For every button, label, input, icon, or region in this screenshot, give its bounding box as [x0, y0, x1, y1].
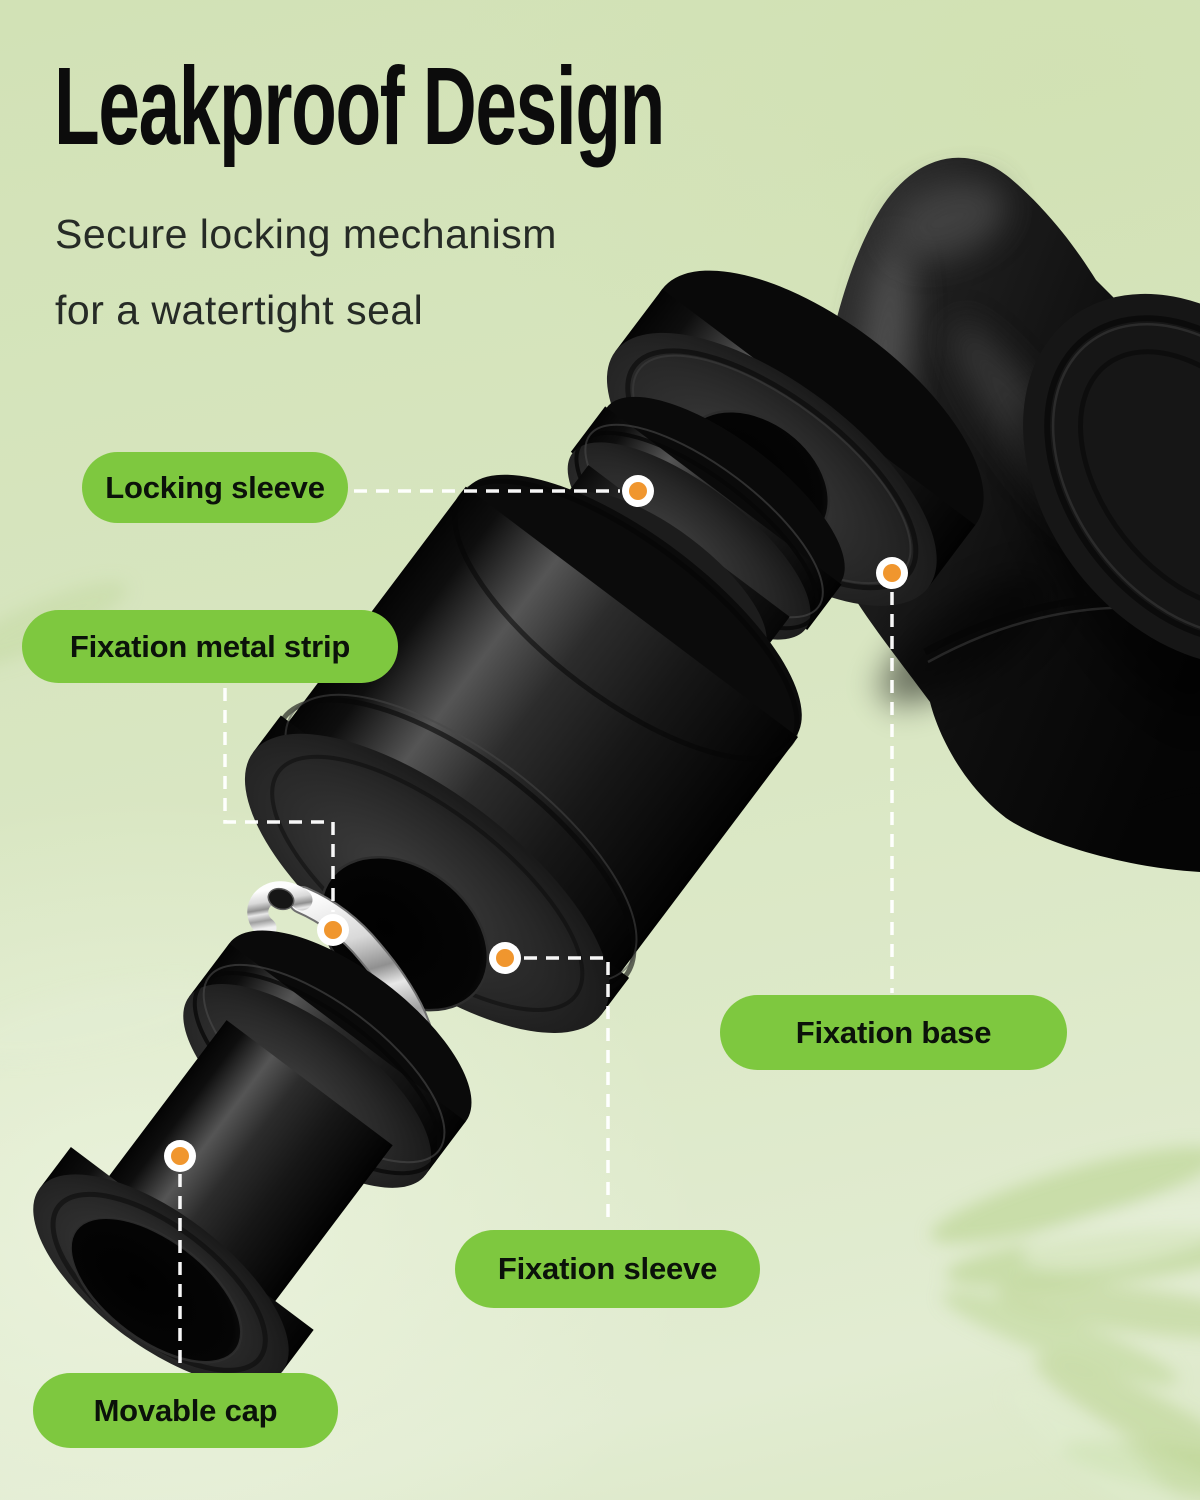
page-title: Leakproof Design [54, 45, 665, 168]
leader-lines [178, 489, 894, 1370]
background-leaves [0, 581, 1200, 1500]
leader-line-fixation-sleeve [524, 956, 610, 1226]
callout-pill-movable-cap: Movable cap [33, 1373, 338, 1448]
callout-label: Movable cap [93, 1392, 278, 1428]
page-subtitle: Secure locking mechanism for a watertigh… [55, 196, 557, 348]
callout-dot-movable-cap [164, 1140, 196, 1172]
callout-pill-locking-sleeve: Locking sleeve [82, 452, 348, 523]
subtitle-line-2: for a watertight seal [55, 287, 424, 333]
callout-label: Fixation base [795, 1014, 992, 1050]
callout-dot-fixation-base [876, 557, 908, 589]
movable-cap-part [33, 930, 472, 1386]
callout-pill-fixation-base: Fixation base [720, 995, 1067, 1070]
fixation-sleeve-part [244, 474, 802, 1033]
callout-dot-fixation-metal-strip [317, 914, 349, 946]
product-illustration [33, 157, 1200, 1386]
callout-label: Fixation metal strip [69, 628, 351, 664]
callout-dot-fixation-sleeve [489, 942, 521, 974]
subtitle-line-1: Secure locking mechanism [55, 211, 557, 257]
elbow-outlet-flange [1023, 293, 1200, 667]
callout-dots [164, 475, 908, 1172]
movable-cap-opening [70, 1217, 242, 1363]
callout-dot-locking-sleeve [622, 475, 654, 507]
callout-label: Locking sleeve [105, 469, 325, 505]
metal-strip-pin [267, 887, 295, 911]
callout-label: Fixation sleeve [497, 1251, 718, 1286]
callout-pill-fixation-metal-strip: Fixation metal strip [22, 610, 398, 683]
callout-pill-fixation-sleeve: Fixation sleeve [455, 1230, 760, 1308]
leader-line-fixation-metal-strip [223, 688, 335, 912]
